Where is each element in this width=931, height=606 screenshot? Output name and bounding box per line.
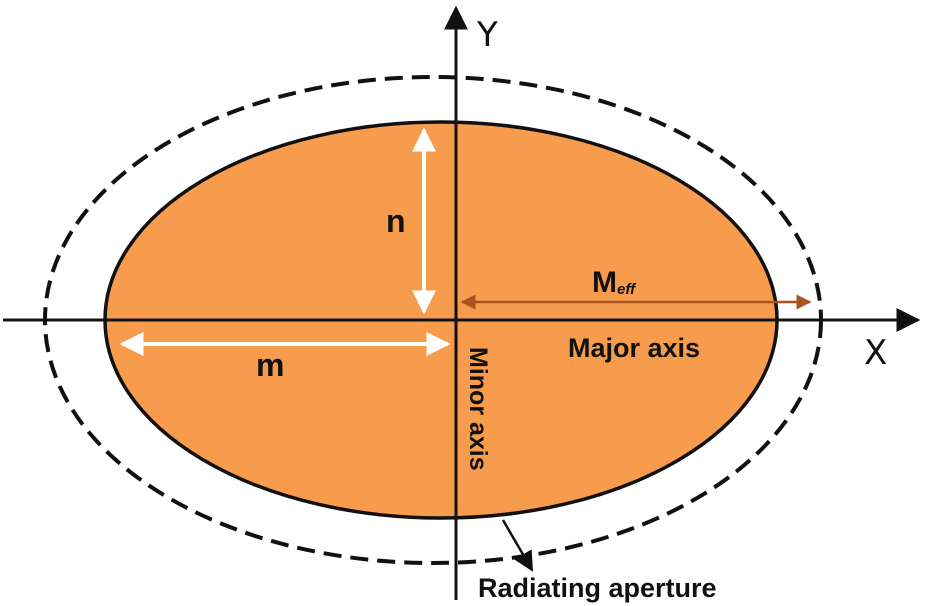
radiating-aperture-pointer [501,519,534,572]
n-label: n [386,203,406,239]
radiating-aperture-label: Radiating aperture [478,573,717,603]
x-axis-label: X [864,333,887,373]
m-label: m [256,347,284,383]
m-eff-label: Meff [592,266,637,299]
m-eff-subscript: eff [617,281,637,298]
minor-axis-label: Minor axis [464,347,492,471]
major-axis-label: Major axis [568,333,700,363]
y-axis-label: Y [476,15,498,55]
m-eff-main: M [592,266,617,299]
